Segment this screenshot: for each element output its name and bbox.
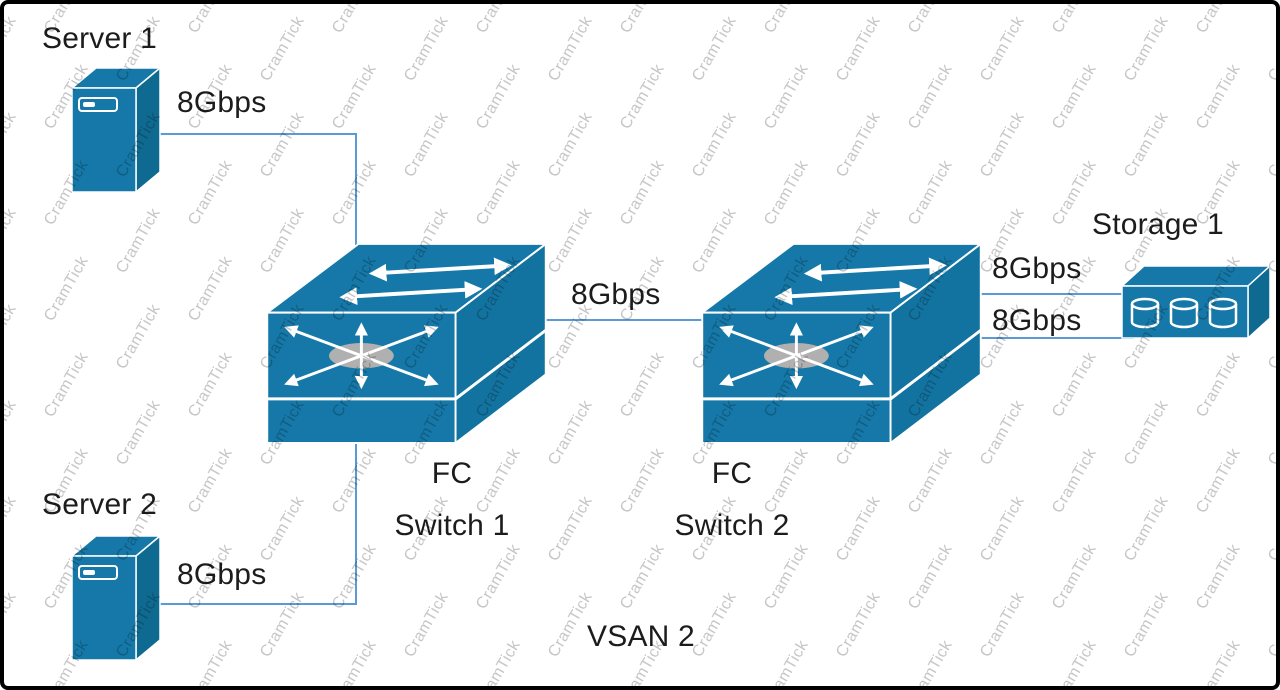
switch1-label-bottom: Switch 1 [394, 509, 510, 542]
watermark-text: CramTick [1121, 685, 1173, 686]
watermark-text: CramTick [1265, 685, 1276, 686]
vsan-label: VSAN 2 [587, 620, 695, 653]
server-front-face [71, 87, 137, 193]
server1-label: Server 1 [42, 22, 157, 55]
switch2-label: FC Switch 2 [632, 448, 832, 552]
fc-switch1-icon [264, 241, 549, 445]
switch-top-arrows-icon [774, 257, 947, 305]
link-server1-speed-label: 8Gbps [177, 86, 267, 119]
server-slot-icon [78, 565, 118, 580]
watermark-text: CramTick [4, 685, 21, 686]
link-server2-switch1 [149, 424, 357, 605]
switch2-label-bottom: Switch 2 [674, 509, 790, 542]
watermark-text: CramTick [977, 685, 1029, 686]
server-slot-led [83, 570, 95, 575]
watermark-text: CramTick [833, 685, 885, 686]
watermark-text: CramTick [545, 685, 597, 686]
server-front-face [71, 555, 137, 661]
switch-base-separator-side [454, 329, 547, 401]
switch1-label-top: FC [431, 457, 473, 490]
server-side-face [135, 66, 161, 194]
server2-label: Server 2 [42, 488, 157, 521]
server1-icon [70, 66, 162, 194]
storage-front-face [1121, 285, 1249, 339]
watermark-text: CramTick [689, 685, 741, 686]
storage-disk-cylinders-icon [1130, 297, 1238, 329]
server-slot-icon [78, 97, 118, 112]
switch-top-arrows-icon [339, 257, 512, 305]
fc-switch2-icon [699, 241, 984, 445]
watermark-text: CramTick [113, 685, 165, 686]
server-side-face [135, 534, 161, 662]
link-isl-speed-label: 8Gbps [571, 278, 661, 311]
link-server2-speed-label: 8Gbps [177, 558, 267, 591]
watermark-text: CramTick [257, 685, 309, 686]
switch-cross-arrows-icon [719, 322, 874, 390]
server2-icon [70, 534, 162, 662]
server-slot-led [83, 102, 95, 107]
switch-cross-arrows-icon [284, 322, 439, 390]
switch2-label-top: FC [711, 457, 753, 490]
link-storage-upper-speed-label: 8Gbps [992, 252, 1082, 285]
switch-base-separator-side [889, 329, 982, 401]
link-storage-lower-speed-label: 8Gbps [992, 304, 1082, 337]
storage1-icon [1120, 264, 1272, 340]
storage-top-face [1120, 265, 1272, 287]
storage1-label: Storage 1 [1092, 208, 1224, 241]
switch1-label: FC Switch 1 [352, 448, 552, 552]
watermark-text: CramTick [401, 685, 453, 686]
